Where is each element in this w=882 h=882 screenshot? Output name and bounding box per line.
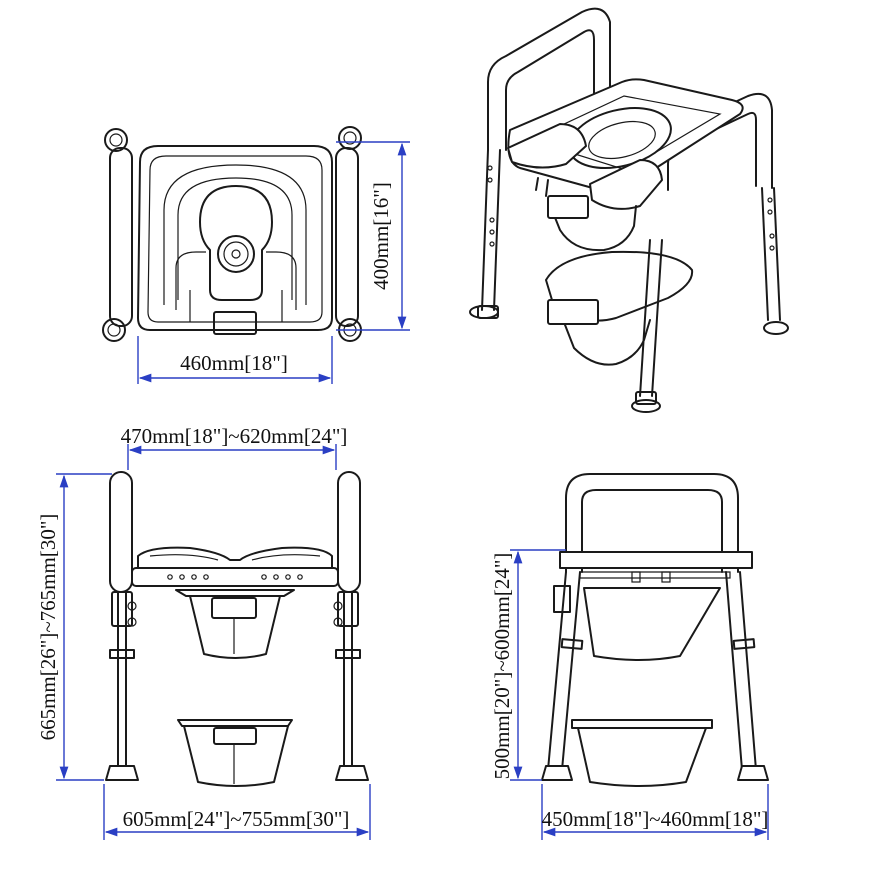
dim-label-seat-height: 500mm[20"]~600mm[24"] <box>490 553 514 780</box>
perspective-view <box>469 7 789 413</box>
dimension-lines <box>56 141 769 840</box>
dim-label-overall-height: 665mm[26"]~765mm[30"] <box>36 514 60 741</box>
top-view <box>102 126 362 342</box>
dim-label-side-depth: 450mm[18"]~460mm[18"] <box>542 807 769 831</box>
dim-label-armrest-width: 470mm[18"]~620mm[24"] <box>121 424 348 448</box>
dim-label-top-depth: 400mm[16"] <box>369 182 393 290</box>
dim-label-base-width: 605mm[24"]~755mm[30"] <box>123 807 350 831</box>
side-view <box>541 473 769 787</box>
dim-label-top-width: 460mm[18"] <box>180 351 288 375</box>
front-view <box>105 471 369 787</box>
